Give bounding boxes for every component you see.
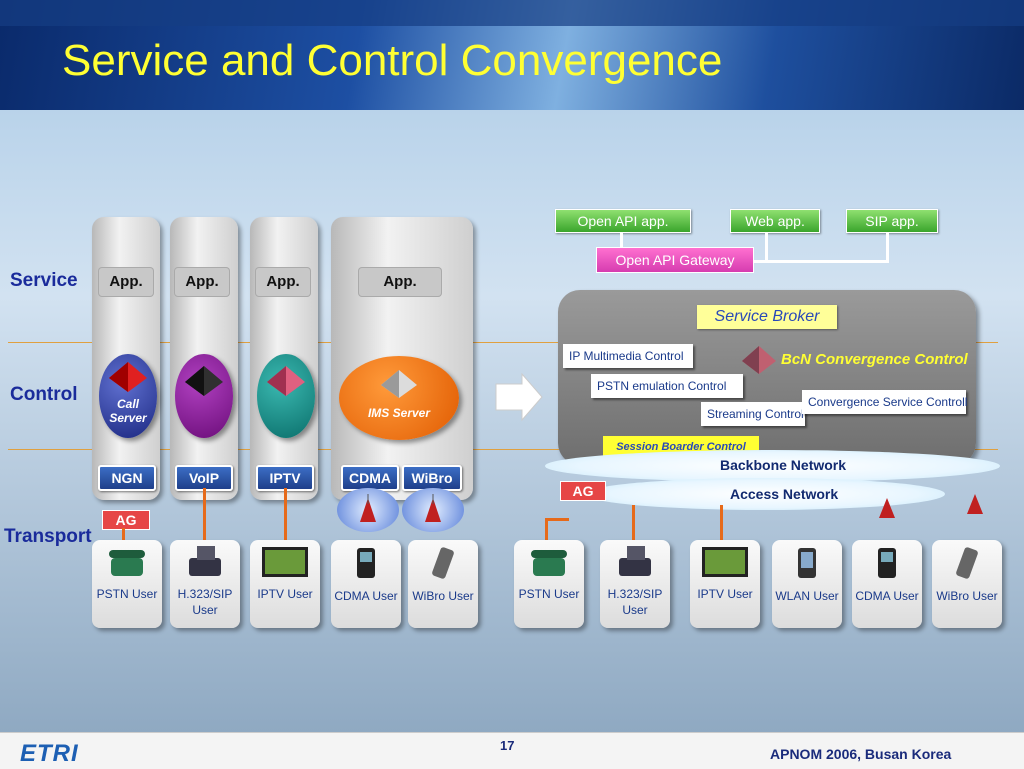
ims-server-label: IMS Server <box>367 406 431 420</box>
tv-icon <box>702 547 748 577</box>
link-line <box>203 488 206 540</box>
device-label: IPTV User <box>257 587 313 601</box>
device-label: H.323/SIP User <box>177 587 233 617</box>
antenna-icon <box>967 494 983 514</box>
row-label-service: Service <box>10 270 78 291</box>
pstn-emulation-control: PSTN emulation Control <box>591 374 743 398</box>
device-label: IPTV User <box>697 587 753 601</box>
service-broker: Service Broker <box>697 305 837 329</box>
service-control-separator <box>8 342 998 343</box>
row-label-control: Control <box>10 384 78 405</box>
antenna-icon <box>879 498 895 518</box>
backbone-network-cloud <box>545 450 1000 482</box>
connector-line <box>765 232 768 262</box>
slide-title: Service and Control Convergence <box>62 36 723 85</box>
iptv-server <box>257 354 315 438</box>
pda-icon <box>798 548 816 578</box>
ims-server: IMS Server <box>339 356 459 440</box>
mobile-phone-icon <box>357 548 375 578</box>
access-network-label: Access Network <box>730 486 839 502</box>
bcn-convergence-title: BcN Convergence Control <box>781 351 968 368</box>
page-number: 17 <box>500 738 515 753</box>
wibro-base-station <box>402 488 464 532</box>
phone-icon <box>531 550 567 576</box>
cdma-tag: CDMA <box>341 465 399 491</box>
device-label: PSTN User <box>518 587 580 601</box>
video-phone-icon <box>619 546 651 576</box>
right-device-iptv: IPTV User <box>690 540 760 628</box>
call-server: Call Server <box>99 354 157 438</box>
voip-app-box: App. <box>174 267 230 297</box>
slide-footer <box>0 732 1024 769</box>
etri-logo: ETRI <box>20 740 79 767</box>
link-line <box>545 518 548 540</box>
connector-line <box>886 232 889 262</box>
backbone-network-label: Backbone Network <box>720 457 847 473</box>
handheld-icon <box>956 547 978 579</box>
device-label: WiBro User <box>412 589 474 603</box>
right-ag-tag: AG <box>560 481 606 501</box>
header-stripe <box>0 0 1024 26</box>
voip-server <box>175 354 233 438</box>
right-device-h323: H.323/SIP User <box>600 540 670 628</box>
device-label: WLAN User <box>775 589 839 603</box>
web-app-box: Web app. <box>730 209 820 233</box>
control-transport-separator <box>8 449 998 450</box>
iptv-app-box: App. <box>255 267 311 297</box>
tv-icon <box>262 547 308 577</box>
device-label: PSTN User <box>96 587 158 601</box>
phone-icon <box>109 550 145 576</box>
link-line <box>284 488 287 540</box>
antenna-icon <box>425 494 441 522</box>
device-label: H.323/SIP User <box>607 587 663 617</box>
convergence-service-control: Convergence Service Controll <box>802 390 967 414</box>
connector-line <box>620 232 623 248</box>
ngn-app-box: App. <box>98 267 154 297</box>
ims-app-box: App. <box>358 267 442 297</box>
link-line <box>720 505 723 540</box>
device-label: CDMA User <box>334 589 398 603</box>
ngn-tag: NGN <box>98 465 156 491</box>
video-phone-icon <box>189 546 221 576</box>
open-api-app-box: Open API app. <box>555 209 691 233</box>
pyramid-icon <box>109 362 147 392</box>
sip-app-box: SIP app. <box>846 209 938 233</box>
left-device-pstn: PSTN User <box>92 540 162 628</box>
left-device-iptv: IPTV User <box>250 540 320 628</box>
link-line <box>122 528 125 542</box>
link-line <box>632 505 635 540</box>
pyramid-icon <box>381 370 417 398</box>
footer-text: APNOM 2006, Busan Korea <box>770 746 952 762</box>
right-device-wibro: WiBro User <box>932 540 1002 628</box>
left-ag-tag: AG <box>102 510 150 530</box>
call-server-label: Call Server <box>109 397 147 425</box>
handheld-icon <box>432 547 454 579</box>
open-api-gateway: Open API Gateway <box>596 247 754 273</box>
arrow-right-icon <box>495 372 543 422</box>
left-device-h323: H.323/SIP User <box>170 540 240 628</box>
antenna-icon <box>360 494 376 522</box>
link-line <box>545 518 569 521</box>
left-device-wibro: WiBro User <box>408 540 478 628</box>
left-device-cdma: CDMA User <box>331 540 401 628</box>
right-device-cdma: CDMA User <box>852 540 922 628</box>
pyramid-icon <box>267 366 305 396</box>
device-label: WiBro User <box>936 589 998 603</box>
pyramid-icon <box>742 346 776 374</box>
pyramid-icon <box>185 366 223 396</box>
right-device-wlan: WLAN User <box>772 540 842 628</box>
connector-line <box>750 260 889 263</box>
device-label: CDMA User <box>855 589 919 603</box>
row-label-transport: Transport <box>4 526 92 547</box>
mobile-phone-icon <box>878 548 896 578</box>
ip-multimedia-control: IP Multimedia Control <box>563 344 693 368</box>
streaming-control: Streaming Control <box>701 402 805 426</box>
cdma-base-station <box>337 488 399 532</box>
right-device-pstn: PSTN User <box>514 540 584 628</box>
